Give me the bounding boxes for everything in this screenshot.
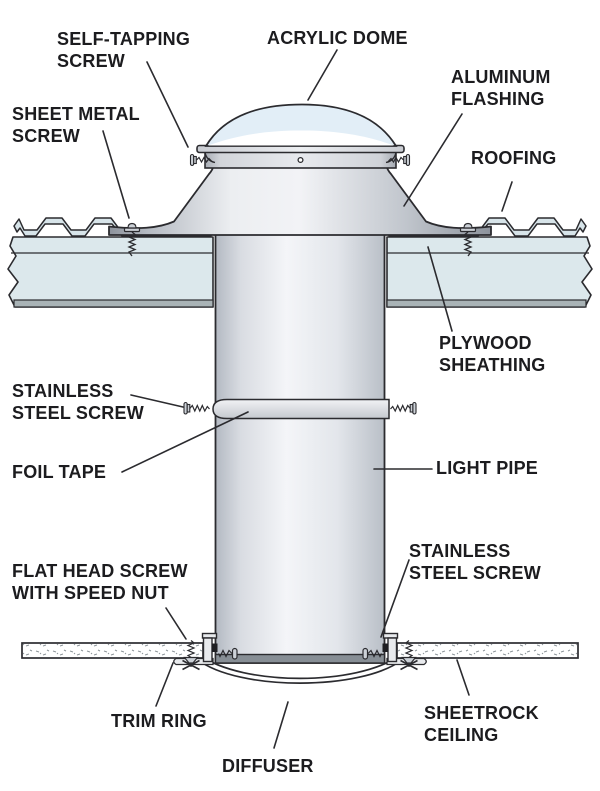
pipe-bottom-rim bbox=[214, 653, 386, 664]
leader-sheetrock-ceiling bbox=[456, 659, 470, 696]
light-pipe bbox=[214, 232, 386, 664]
label-self-tapping-screw: SELF-TAPPING SCREW bbox=[57, 29, 191, 71]
leader-trim-ring bbox=[155, 662, 174, 707]
leader-sheet-metal-screw bbox=[102, 130, 130, 219]
leader-acrylic-dome bbox=[307, 49, 338, 101]
leader-roofing bbox=[501, 181, 513, 212]
label-roofing: ROOFING bbox=[471, 148, 557, 168]
dome-base-highlight bbox=[208, 130, 394, 146]
stainless-screw-upper-left bbox=[183, 401, 210, 415]
label-light-pipe: LIGHT PIPE bbox=[436, 458, 539, 478]
label-stainless-steel-screw-lower: STAINLESS STEEL SCREW bbox=[409, 541, 541, 583]
leader-plywood-sheathing bbox=[427, 246, 453, 332]
stainless-screw-upper-right bbox=[389, 401, 417, 415]
leader-stainless-steel-screw-lower bbox=[380, 559, 410, 638]
leader-flat-head-screw bbox=[165, 607, 187, 640]
ceiling-assembly-right bbox=[362, 632, 579, 671]
flat-head-screw-with-speed-nut bbox=[182, 640, 200, 671]
label-flat-head-screw: FLAT HEAD SCREW WITH SPEED NUT bbox=[12, 561, 188, 603]
trim-ring-channel bbox=[202, 637, 213, 663]
leader-diffuser bbox=[273, 701, 289, 749]
label-stainless-steel-screw-upper: STAINLESS STEEL SCREW bbox=[12, 381, 144, 423]
label-diffuser: DIFFUSER bbox=[222, 756, 314, 776]
leader-stainless-steel-screw-upper bbox=[130, 394, 184, 408]
trim-ring-clip bbox=[212, 643, 218, 652]
self-tapping-screw-left bbox=[189, 153, 212, 167]
stainless-screw-lower bbox=[217, 647, 238, 660]
label-acrylic-dome: ACRYLIC DOME bbox=[267, 28, 408, 48]
label-plywood-sheathing: PLYWOOD SHEATHING bbox=[439, 333, 546, 375]
label-sheetrock-ceiling: SHEETROCK CEILING bbox=[424, 703, 539, 745]
leader-lines bbox=[102, 49, 513, 749]
label-foil-tape: FOIL TAPE bbox=[12, 462, 107, 482]
foil-tape-band bbox=[212, 398, 390, 420]
leader-self-tapping-screw bbox=[146, 61, 189, 148]
label-aluminum-flashing: ALUMINUM FLASHING bbox=[451, 67, 551, 109]
sheet-metal-screw-left bbox=[123, 222, 141, 257]
leader-foil-tape bbox=[121, 411, 249, 473]
label-sheet-metal-screw: SHEET METAL SCREW bbox=[12, 104, 140, 146]
ceiling-assembly-left bbox=[21, 632, 238, 671]
label-trim-ring: TRIM RING bbox=[111, 711, 207, 731]
aluminum-flashing bbox=[108, 165, 492, 236]
leader-aluminum-flashing bbox=[403, 113, 463, 207]
weep-hole bbox=[297, 156, 304, 164]
